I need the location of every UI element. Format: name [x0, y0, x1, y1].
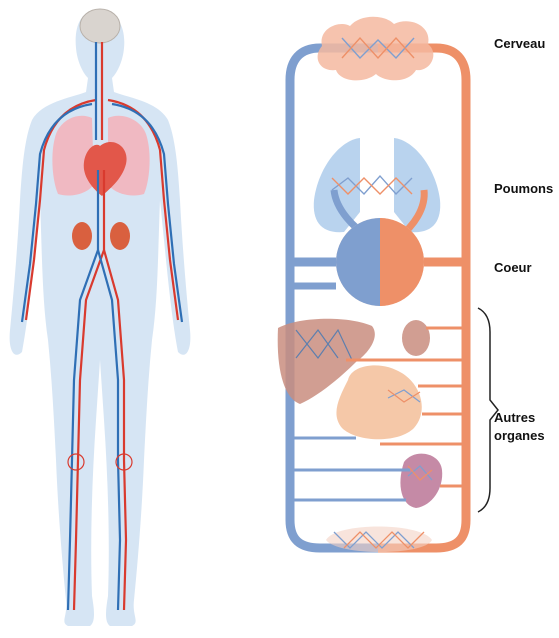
label-other-organs-line2: organes: [494, 428, 545, 444]
label-lungs: Poumons: [494, 181, 553, 197]
brain-icon: [318, 17, 434, 81]
body-silhouette: [10, 10, 191, 626]
label-heart: Coeur: [494, 260, 532, 276]
kidney-icon: [400, 454, 442, 508]
systemic-venous-branches: [290, 438, 410, 500]
stomach-icon: [336, 365, 421, 439]
left-lung: [314, 138, 360, 232]
label-brain: Cerveau: [494, 36, 545, 52]
label-other-organs-line1: Autres: [494, 410, 535, 426]
left-kidney: [72, 222, 92, 250]
brain-icon: [80, 9, 120, 43]
human-body-illustration: [10, 9, 191, 626]
circulation-schematic: [278, 17, 498, 552]
spleen-icon: [402, 320, 430, 356]
right-kidney: [110, 222, 130, 250]
